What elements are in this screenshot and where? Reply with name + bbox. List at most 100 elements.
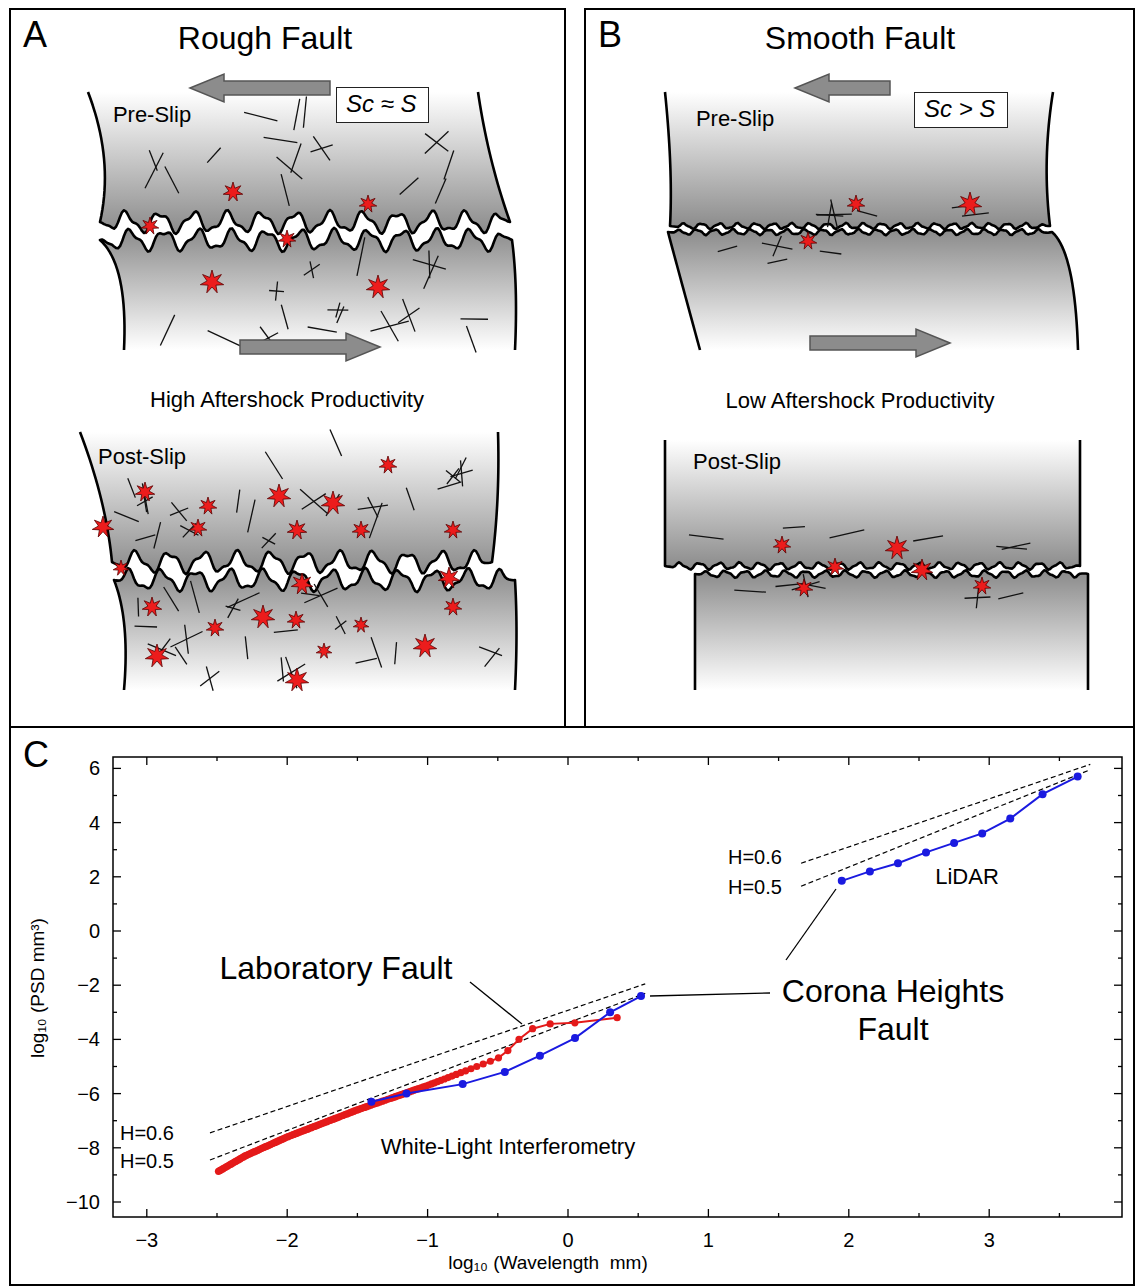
axis-tick bbox=[113, 822, 121, 823]
crack-line bbox=[269, 291, 284, 292]
axis-tick bbox=[287, 757, 288, 765]
rock-block bbox=[665, 440, 1080, 570]
aftershock-star bbox=[973, 577, 991, 594]
crack-line bbox=[135, 626, 158, 628]
crack-line bbox=[301, 593, 319, 596]
data-point bbox=[495, 1054, 502, 1061]
axis-tick bbox=[1114, 876, 1122, 877]
crack-line bbox=[170, 508, 188, 515]
axis-tick bbox=[113, 985, 121, 986]
panel-title: Rough Fault bbox=[178, 20, 352, 57]
axis-tick bbox=[113, 795, 117, 796]
tick-label: −4 bbox=[77, 1027, 100, 1051]
axis-tick bbox=[1118, 903, 1122, 904]
plot-frame bbox=[113, 757, 1122, 1217]
rock-block-outline bbox=[114, 568, 517, 690]
axis-tick bbox=[848, 757, 849, 765]
crack-line bbox=[145, 153, 163, 189]
crack-line bbox=[311, 145, 333, 152]
aftershock-star bbox=[799, 232, 817, 249]
tick-label: −2 bbox=[77, 973, 100, 997]
data-point bbox=[536, 1052, 544, 1060]
stage-label: Pre-Slip bbox=[113, 102, 191, 128]
crack-line bbox=[135, 535, 155, 541]
axis-tick bbox=[113, 1201, 121, 1202]
data-point bbox=[571, 1019, 578, 1026]
aftershock-star bbox=[287, 611, 305, 628]
data-point bbox=[1074, 773, 1082, 781]
tick-label: 2 bbox=[89, 865, 100, 889]
tick-label: 4 bbox=[89, 811, 100, 835]
axis-tick bbox=[1114, 1039, 1122, 1040]
crack-line bbox=[435, 179, 446, 204]
data-point bbox=[866, 867, 874, 875]
axis-tick bbox=[1118, 849, 1122, 850]
data-point bbox=[606, 1008, 614, 1016]
slip-arrow bbox=[810, 329, 950, 357]
aftershock-star bbox=[773, 536, 791, 553]
axis-tick bbox=[113, 903, 117, 904]
aftershock-star bbox=[113, 560, 129, 575]
axis-tick bbox=[113, 849, 117, 850]
crack-line bbox=[262, 533, 276, 548]
crack-line bbox=[335, 621, 346, 630]
crack-line bbox=[400, 178, 419, 195]
panel-frame: Sc > SBSmooth Fault bbox=[584, 8, 1135, 728]
tick-label: −2 bbox=[276, 1228, 299, 1252]
aftershock-star bbox=[92, 516, 113, 537]
rock-block bbox=[668, 229, 1078, 350]
tick-label: 6 bbox=[89, 756, 100, 780]
axis-tick bbox=[567, 1209, 568, 1217]
data-point bbox=[487, 1058, 494, 1065]
leader-line bbox=[470, 982, 522, 1024]
series-label: Laboratory Fault bbox=[219, 949, 452, 987]
crack-line bbox=[425, 131, 449, 153]
slope-label: H=0.5 bbox=[728, 875, 782, 899]
stage-label: Post-Slip bbox=[693, 449, 781, 475]
tick-label: 3 bbox=[984, 1228, 995, 1252]
crack-line bbox=[455, 458, 466, 479]
axis-tick bbox=[1114, 1147, 1122, 1148]
aftershock-star bbox=[353, 617, 369, 632]
axis-tick bbox=[1118, 1174, 1122, 1175]
aftershock-star bbox=[795, 579, 813, 596]
aftershock-star bbox=[413, 634, 436, 657]
aftershock-star bbox=[321, 491, 344, 514]
rock-block bbox=[80, 432, 498, 574]
crack-line bbox=[446, 471, 460, 482]
crack-line bbox=[689, 535, 724, 539]
crack-line bbox=[718, 246, 737, 251]
axis-tick bbox=[146, 1209, 147, 1217]
axis-tick bbox=[113, 1093, 121, 1094]
crack-line bbox=[137, 598, 139, 617]
axis-tick bbox=[1059, 757, 1060, 761]
crack-line bbox=[330, 429, 342, 456]
crack-line bbox=[207, 148, 220, 163]
corona-heights-points bbox=[367, 992, 645, 1106]
axis-tick bbox=[113, 876, 121, 877]
axis-tick bbox=[1114, 822, 1122, 823]
axis-tick bbox=[918, 1213, 919, 1217]
axis-tick bbox=[216, 1213, 217, 1217]
rock-block-outline bbox=[665, 440, 1080, 570]
crack-line bbox=[302, 494, 326, 510]
aftershock-star bbox=[145, 644, 168, 667]
rock-block-outline bbox=[668, 229, 1078, 350]
axis-tick bbox=[113, 1039, 121, 1040]
axis-title: log₁₀ (Wavelength mm) bbox=[448, 1252, 647, 1275]
slip-arrow bbox=[795, 74, 890, 102]
axis-tick bbox=[287, 1209, 288, 1217]
axis-tick bbox=[427, 757, 428, 765]
condition-text: Sc ≈ S bbox=[346, 90, 419, 118]
data-point bbox=[515, 1036, 522, 1043]
aftershock-star bbox=[316, 643, 332, 658]
axis-tick bbox=[113, 1174, 117, 1175]
tick-label: 0 bbox=[562, 1228, 573, 1252]
panel-frame: Sc ≈ SARough Fault bbox=[9, 8, 566, 728]
tick-label: −3 bbox=[135, 1228, 158, 1252]
axis-tick bbox=[113, 768, 121, 769]
crack-line bbox=[460, 318, 488, 320]
crack-line bbox=[406, 488, 414, 510]
aftershock-star bbox=[379, 456, 397, 473]
axis-tick bbox=[1118, 1066, 1122, 1067]
